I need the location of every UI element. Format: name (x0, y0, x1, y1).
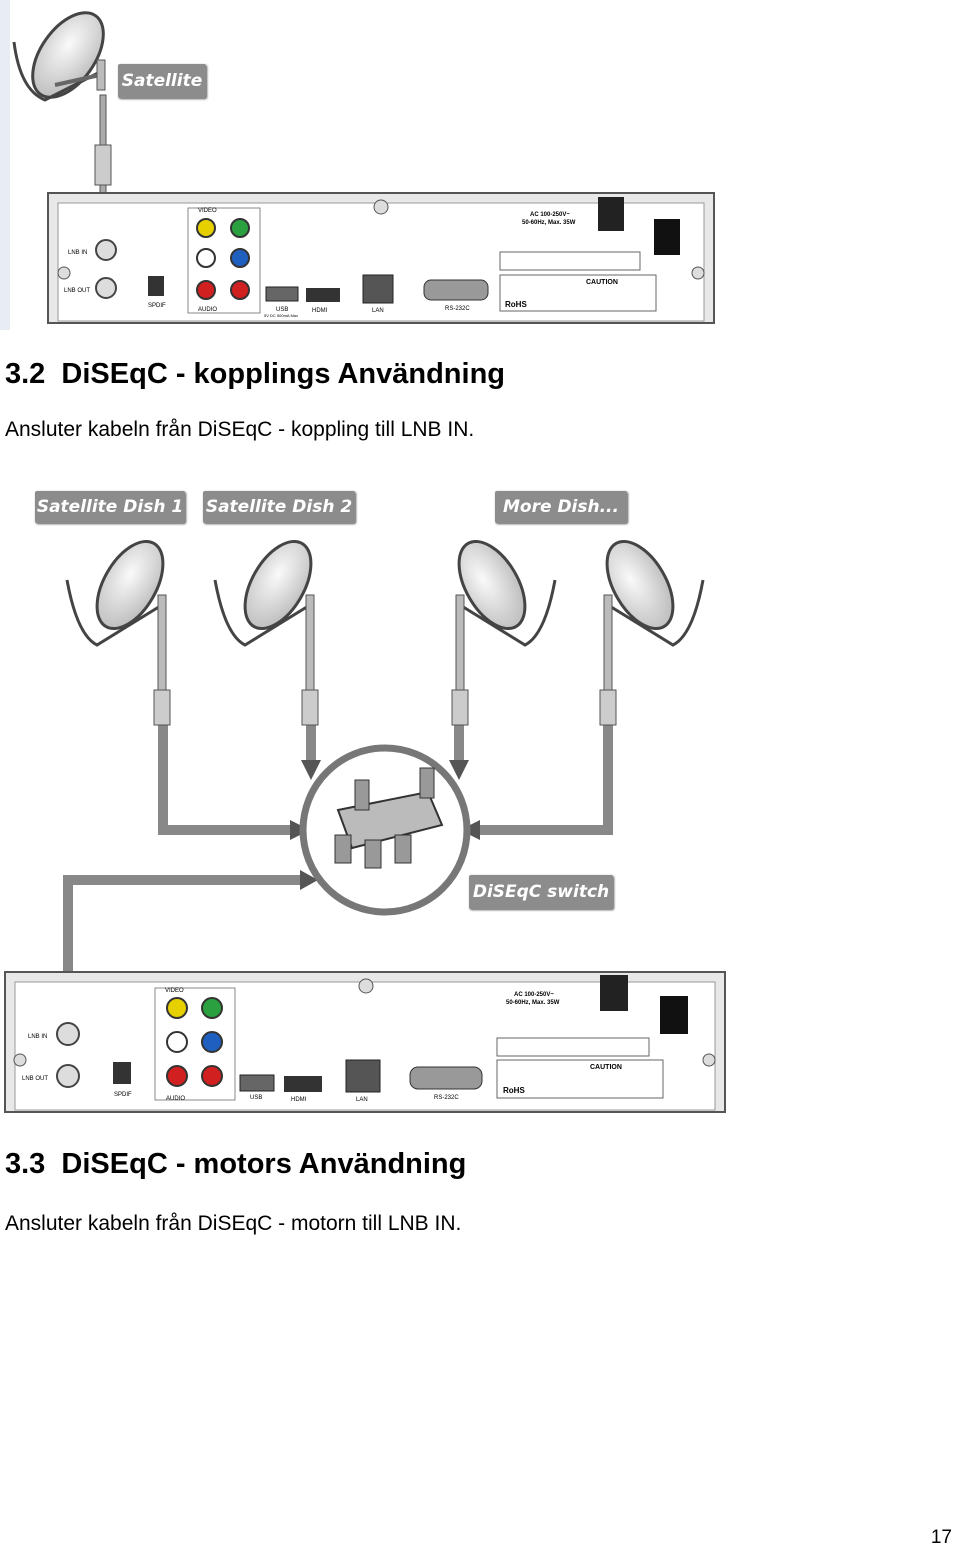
diseqc-switch-diagram: LNB IN LNB OUT SPDIF VIDEO AUDIO USB HDM… (4, 539, 726, 1113)
svg-text:LNB OUT: LNB OUT (22, 1076, 48, 1082)
svg-text:SPDIF: SPDIF (114, 1092, 132, 1098)
satellite-dish-3-icon (451, 539, 557, 726)
satellite-dish-1-label: Satellite Dish 1 (35, 491, 185, 523)
svg-text:USB: USB (276, 307, 288, 313)
section-text-diseqc-switch: Ansluter kabeln från DiSEqC - koppling t… (5, 418, 475, 441)
svg-text:AUDIO: AUDIO (166, 1096, 185, 1102)
figure-diseqc-switch: LNB IN LNB OUT SPDIF VIDEO AUDIO USB HDM… (0, 480, 730, 1120)
satellite-dish-icon (12, 11, 106, 102)
diseqc-switch-label: DiSEqC switch (469, 875, 613, 909)
svg-text:50-60Hz, Max. 35W: 50-60Hz, Max. 35W (506, 1000, 560, 1006)
svg-text:CAUTION: CAUTION (586, 279, 618, 286)
svg-text:LNB IN: LNB IN (68, 250, 87, 256)
svg-text:5V DC 500mA Max: 5V DC 500mA Max (264, 313, 298, 318)
svg-text:RoHS: RoHS (505, 300, 527, 309)
svg-text:CAUTION: CAUTION (590, 1064, 622, 1071)
svg-text:LAN: LAN (372, 308, 384, 314)
svg-text:VIDEO: VIDEO (198, 208, 217, 214)
section-heading-diseqc-motor: 3.3 DiSEqC - motors Användning (5, 1148, 467, 1180)
svg-text:LNB OUT: LNB OUT (64, 288, 90, 294)
satellite-dish-2-label: Satellite Dish 2 (203, 491, 355, 523)
svg-text:VIDEO: VIDEO (165, 988, 184, 994)
more-dish-label: More Dish... (495, 491, 627, 523)
satellite-dish-1-icon (65, 539, 171, 726)
svg-text:LNB IN: LNB IN (28, 1034, 47, 1040)
section-text-diseqc-motor: Ansluter kabeln från DiSEqC - motorn til… (5, 1212, 462, 1235)
figure-satellite-connection: LNB IN LNB OUT SPDIF VIDEO AUDIO USB 5V … (0, 0, 720, 330)
satellite-label: Satellite (118, 64, 206, 98)
svg-text:AUDIO: AUDIO (198, 307, 217, 313)
receiver-back-panel-2: LNB IN LNB OUT SPDIF VIDEO AUDIO USB HDM… (4, 971, 726, 1113)
receiver-back-panel: LNB IN LNB OUT SPDIF VIDEO AUDIO USB 5V … (47, 192, 715, 324)
svg-text:HDMI: HDMI (312, 308, 328, 314)
section-heading-diseqc-switch: 3.2 DiSEqC - kopplings Användning (5, 358, 506, 390)
svg-text:RS-232C: RS-232C (434, 1095, 459, 1101)
satellite-receiver-diagram: LNB IN LNB OUT SPDIF VIDEO AUDIO USB 5V … (0, 0, 715, 330)
diseqc-switch-icon (299, 744, 471, 916)
svg-text:50-60Hz, Max. 35W: 50-60Hz, Max. 35W (522, 220, 576, 226)
satellite-dish-2-icon (213, 539, 319, 726)
svg-text:RoHS: RoHS (503, 1086, 525, 1095)
satellite-dish-4-icon (599, 539, 705, 726)
svg-text:AC 100-250V~: AC 100-250V~ (530, 212, 570, 218)
svg-text:LAN: LAN (356, 1097, 368, 1103)
svg-text:AC 100-250V~: AC 100-250V~ (514, 992, 554, 998)
svg-text:USB: USB (250, 1095, 262, 1101)
svg-text:SPDIF: SPDIF (148, 303, 166, 309)
svg-text:RS-232C: RS-232C (445, 306, 470, 312)
svg-text:HDMI: HDMI (291, 1097, 307, 1103)
page-number: 17 (930, 1527, 952, 1548)
